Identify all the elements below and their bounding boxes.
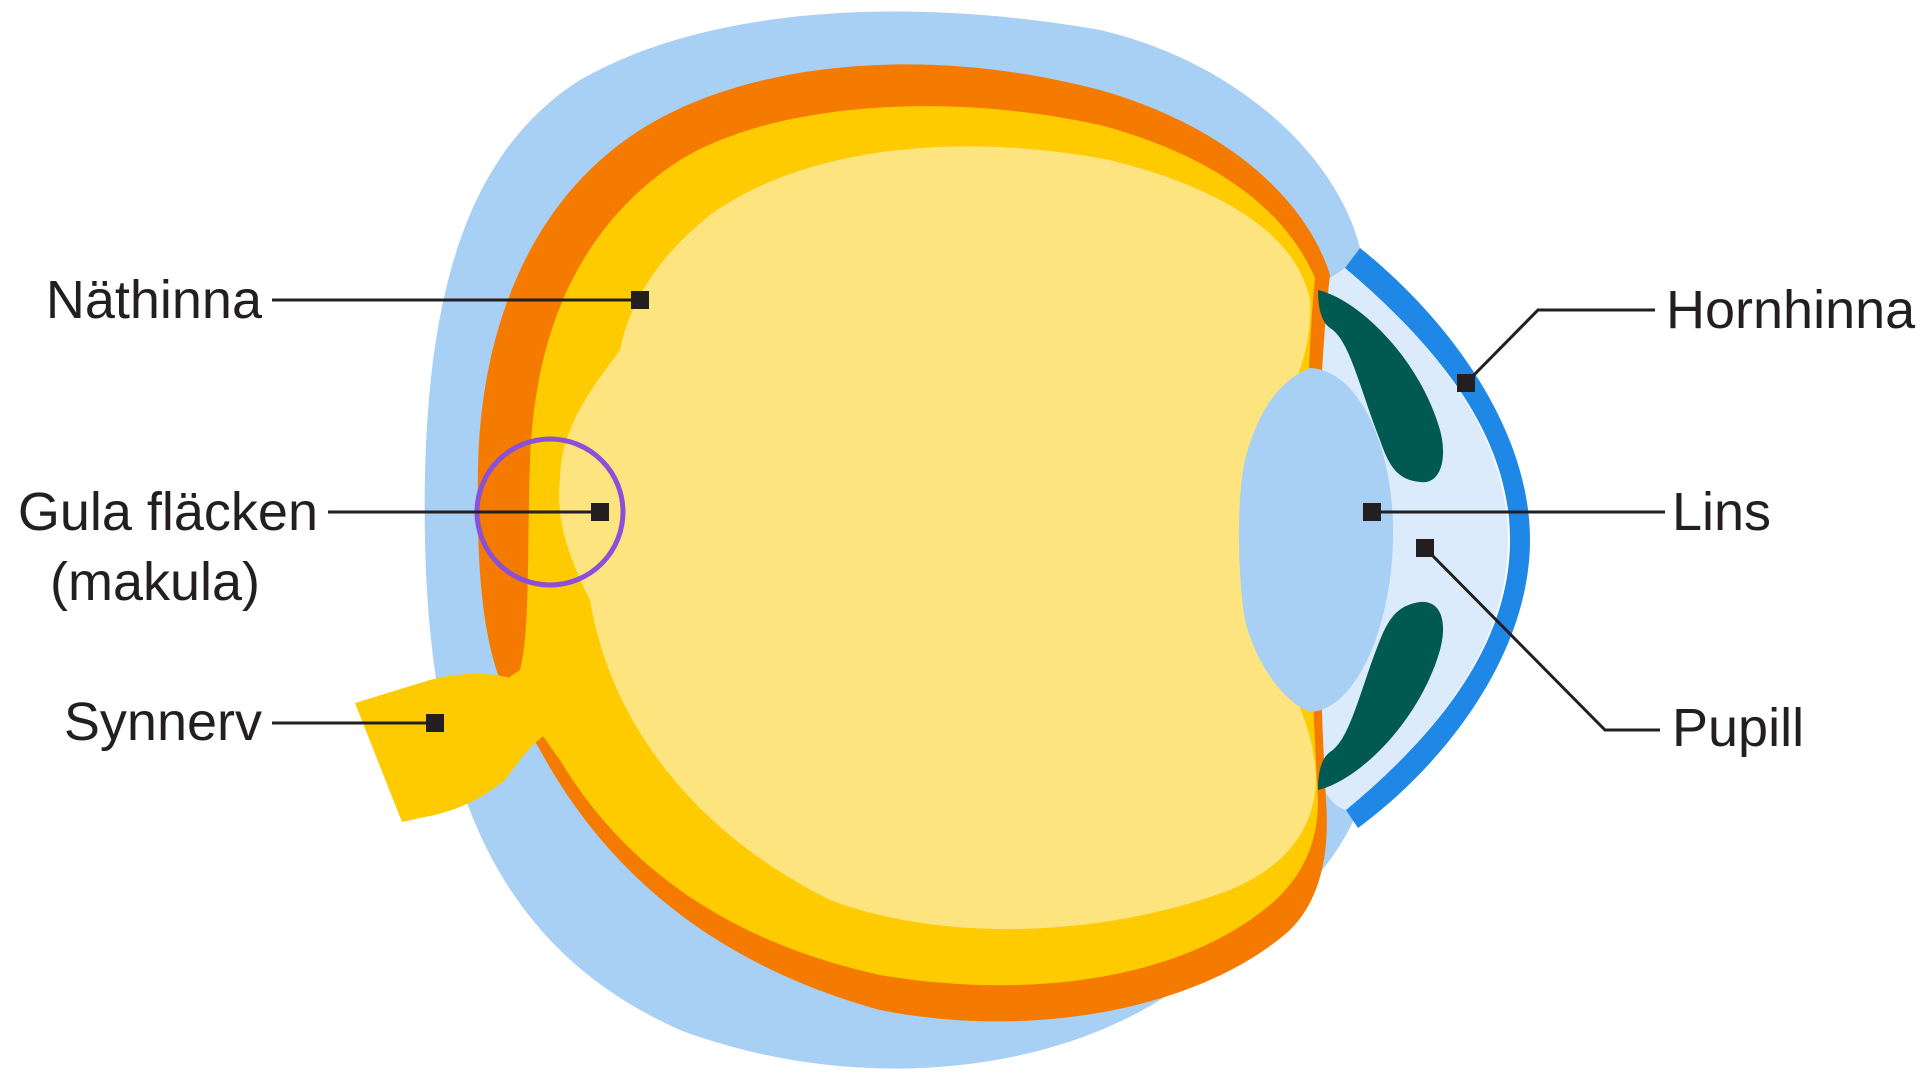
lens — [1238, 368, 1394, 712]
cornea — [1345, 248, 1530, 828]
macula-label-line1: Gula fläcken — [17, 482, 318, 542]
cornea-marker — [1457, 374, 1475, 392]
optic-nerve — [355, 673, 545, 822]
optic-nerve-marker — [426, 714, 444, 732]
pupil-marker — [1416, 539, 1434, 557]
optic-nerve-label: Synnerv — [63, 692, 262, 752]
macula-label-line2: (makula) — [50, 552, 261, 612]
vitreous-body — [559, 146, 1316, 930]
lens-label: Lins — [1672, 482, 1772, 542]
cornea-label: Hornhinna — [1666, 280, 1916, 340]
retina-marker — [631, 291, 649, 309]
iris-lower — [1318, 601, 1444, 790]
lens-marker — [1363, 503, 1381, 521]
pupil-leader — [1423, 546, 1660, 732]
iris-upper — [1318, 290, 1444, 483]
pupil-label: Pupill — [1672, 698, 1805, 758]
cornea-leader — [1464, 308, 1655, 385]
leader-lines — [272, 298, 1665, 732]
markers — [426, 291, 1475, 732]
macula-marker — [591, 503, 609, 521]
retina-label: Näthinna — [45, 270, 262, 330]
